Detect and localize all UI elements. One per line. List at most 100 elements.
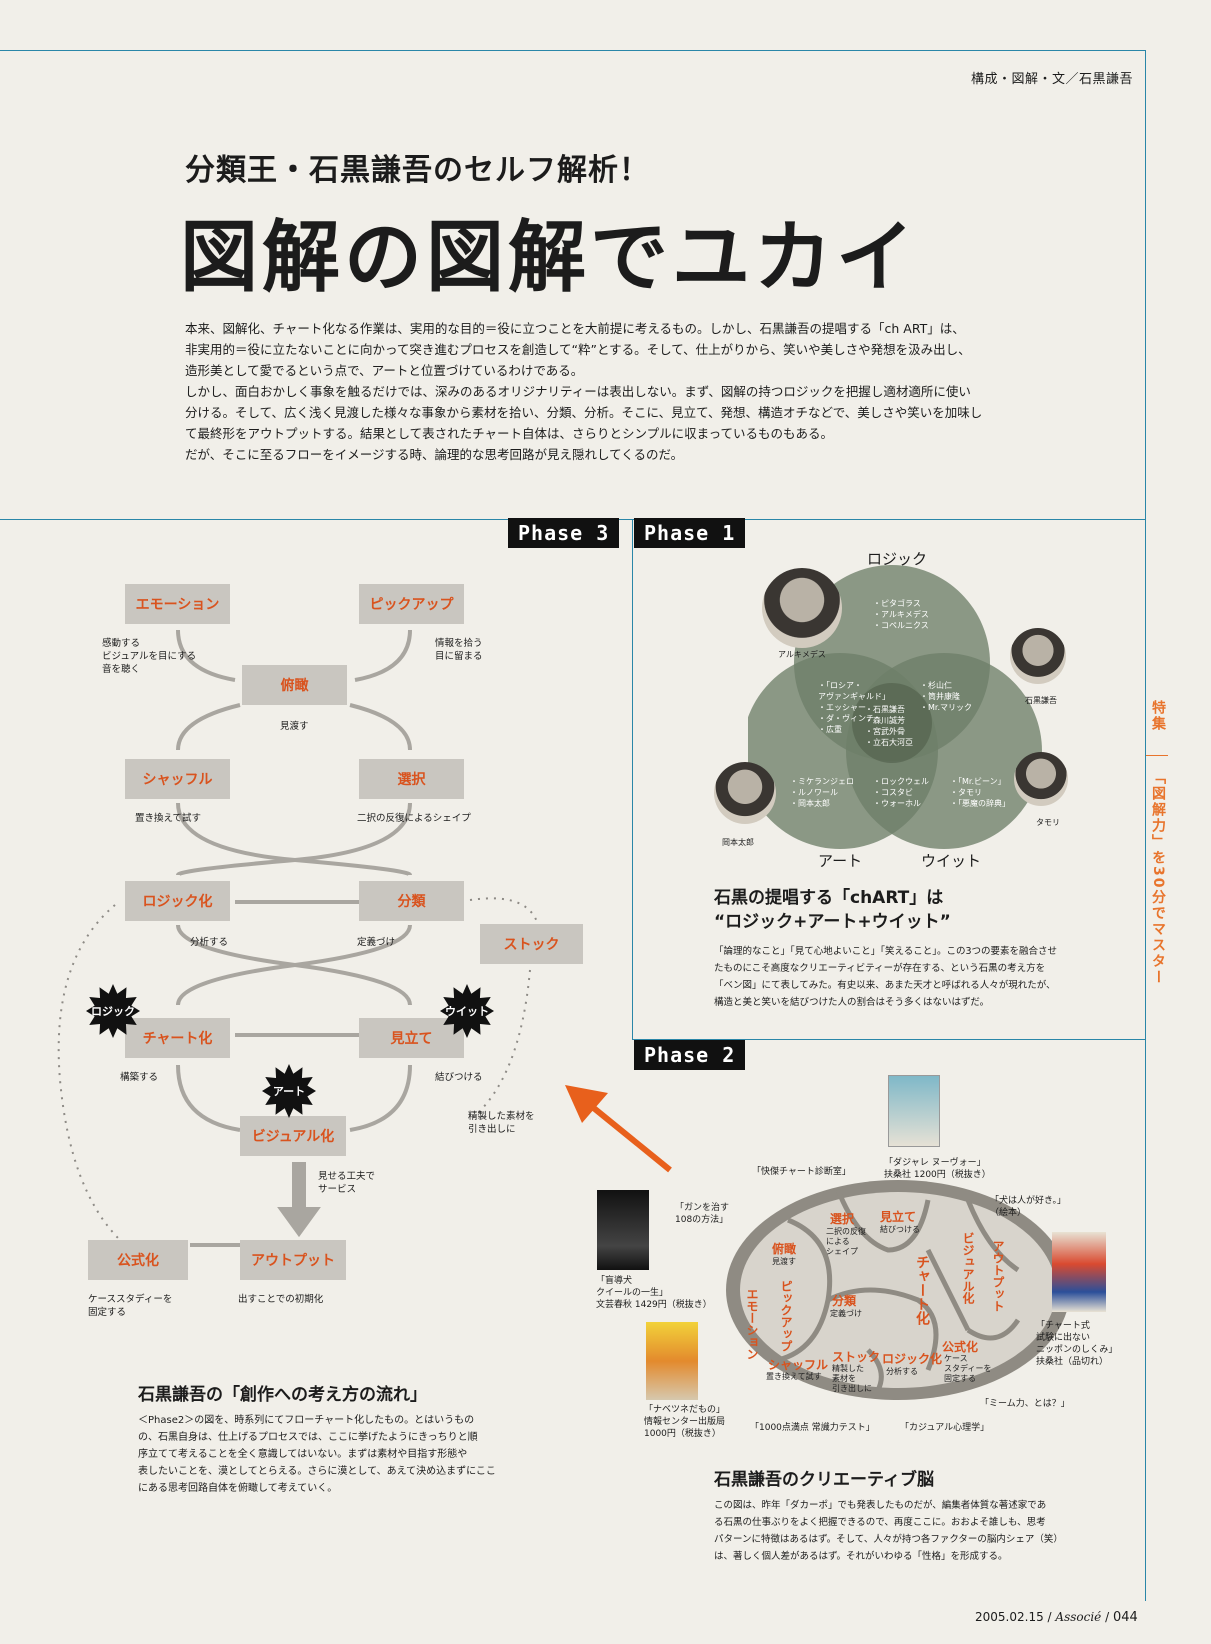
orange-arrow	[565, 1085, 672, 1173]
flow-koushiki: 公式化	[88, 1240, 188, 1280]
flow-koushiki-note: ケーススタディーを固定する	[88, 1294, 173, 1318]
portrait-okamoto-caption: 岡本太郎	[722, 838, 754, 847]
subtitle: 分類王・石黒謙吾のセルフ解析！	[185, 153, 650, 188]
brain-stock: ストック	[832, 1350, 881, 1364]
footer: 2005.02.15 / Associé / 044	[975, 1610, 1138, 1625]
page-title: 図解の図解でユカイ	[180, 213, 919, 303]
phase3-heading: 石黒謙吾の「創作への考え方の流れ」	[138, 1385, 427, 1405]
side-title: 「図解力」を30分でマスター	[1150, 770, 1166, 986]
flow-visual-note: 見せる工夫でサービス	[318, 1171, 376, 1195]
brain-visual: ビジュアル化	[961, 1232, 975, 1304]
portrait-tamori	[1014, 752, 1068, 806]
side-tag: 特集	[1150, 700, 1166, 732]
venn-diagram	[748, 565, 1042, 849]
footer-date: 2005.02.15	[975, 1610, 1044, 1624]
portrait-ishiguro	[1010, 628, 1066, 684]
flow-output: アウトプット	[240, 1240, 346, 1280]
book-dajare: 「ダジャレ ヌーヴォー」扶桑社 1200円（税抜き）	[884, 1158, 991, 1180]
phase3-body: ＜Phase2＞の図を、時系列にてフローチャート化したもの。とはいうものの、石黒…	[138, 1415, 496, 1494]
brain-fukan-sub: 見渡す	[772, 1257, 796, 1266]
venn-logic-list: ・ピタゴラス・アルキメデス・コペルニクス	[873, 599, 929, 630]
brain-mitate-sub: 結びつける	[880, 1225, 920, 1234]
flow-sentaku: 選択	[359, 759, 464, 799]
flow-mitate-note: 結びつける	[435, 1072, 483, 1083]
venn-lw-list: ・杉山仁・筒井康隆・Mr.マリック	[920, 681, 972, 712]
brain-logic: ロジック化	[882, 1352, 943, 1366]
footer-magazine: Associé	[1055, 1610, 1102, 1624]
flow-output-note: 出すことでの初期化	[238, 1294, 324, 1305]
venn-center-list: ・石黒謙吾・森川誠芳・宮武外骨・立石大河亞	[865, 705, 913, 747]
side-rule	[1146, 755, 1168, 756]
portrait-archimedes-caption: アルキメデス	[778, 650, 826, 659]
brain-bunrui-sub: 定義づけ	[830, 1309, 862, 1318]
brain-pickup: ピックアップ	[779, 1280, 793, 1352]
venn-label-art: アート	[818, 852, 863, 870]
phase1-body: 「論理的なこと」「見て心地よいこと」「笑えること」。この3つの要素を融合させたも…	[714, 946, 1058, 1008]
venn-label-logic: ロジック	[867, 550, 928, 568]
book-moudouken: 「盲導犬クイールの一生」文芸春秋 1429円（税抜き）	[596, 1276, 712, 1310]
flow-stock: ストック	[480, 924, 583, 964]
footer-page: 044	[1112, 1610, 1138, 1625]
book-meme: 「ミーム力、とは？」	[980, 1399, 1070, 1409]
book-moudouken-cover	[597, 1190, 649, 1270]
brain-output: アウトプット	[991, 1240, 1005, 1312]
intro-text: 本来、図解化、チャート化なる作業は、実用的な目的＝役に立つことを大前提に考えるも…	[185, 321, 983, 462]
book-nabetsune-cover	[646, 1322, 698, 1400]
flow-fukan: 俯瞰	[242, 665, 347, 705]
phase1-heading: 石黒の提唱する「chART」は“ロジック+アート+ウイット”	[714, 888, 951, 932]
portrait-archimedes	[762, 568, 842, 648]
flow-bunrui-note: 定義づけ	[357, 937, 396, 948]
flow-shuffle: シャッフル	[125, 759, 230, 799]
brain-bunrui: 分類	[832, 1294, 857, 1308]
brain-sentaku-sub: 二択の反復によるシェイプ	[826, 1227, 866, 1256]
brain-shuffle-sub: 置き換えて試す	[766, 1372, 822, 1381]
flow-bunrui: 分類	[359, 881, 464, 921]
flow-shuffle-note: 置き換えて試す	[135, 813, 202, 824]
top-frame	[0, 50, 1146, 1601]
book-casual: 「カジュアル心理学」	[900, 1423, 990, 1433]
flow-sentaku-note: 二択の反復によるシェイプ	[357, 813, 471, 824]
flow-fukan-note: 見渡す	[280, 721, 309, 732]
flow-chart-note: 構築する	[120, 1072, 159, 1083]
phase1-divider-h	[632, 1039, 1145, 1040]
brain-chart: チャート化	[914, 1255, 930, 1325]
book-chart-cover	[1052, 1232, 1106, 1312]
brain-stock-sub: 精製した素材を引き出しに	[832, 1364, 872, 1393]
portrait-okamoto	[714, 762, 776, 824]
phase2-heading: 石黒謙吾のクリエーティブ脳	[714, 1470, 934, 1490]
brain-sentaku: 選択	[830, 1212, 855, 1226]
phase1-label: Phase 1	[634, 518, 746, 548]
credit: 構成・図解・文／石黒謙吾	[970, 72, 1133, 87]
flow-emotion-note: 感動するビジュアルを目にする音を聴く	[102, 638, 197, 675]
brain-shuffle: シャッフル	[768, 1358, 829, 1372]
flow-pickup: ピックアップ	[359, 584, 464, 624]
flow-chart: チャート化	[125, 1018, 230, 1058]
venn-aw-list: ・ロックウェル・コスタビ・ウォーホル	[873, 777, 929, 808]
phase2-label: Phase 2	[634, 1040, 746, 1070]
venn-la-list: ・「ロシア・アヴァンギャルド」・エッシャー・ダ・ヴィンチ・広重	[818, 681, 890, 734]
brain-mitate: 見立て	[880, 1210, 917, 1224]
venn-label-wit: ウイット	[921, 852, 982, 870]
venn-wit-list: ・「Mr.ビーン」・タモリ・「悪魔の辞典」	[950, 777, 1010, 808]
flow-visual: ビジュアル化	[240, 1116, 346, 1156]
flow-connectors	[57, 629, 541, 1247]
book-chart-shiki: 「チャート式試験に出ないニッポンのしくみ」扶桑社（品切れ）	[1036, 1321, 1118, 1367]
venn-art-list: ・ミケランジェロ・ルノワール・岡本太郎	[790, 777, 854, 808]
flow-pickup-note: 情報を拾う目に留まる	[435, 638, 483, 662]
flow-logic-note: 分析する	[190, 937, 229, 948]
phase3-label: Phase 3	[508, 518, 620, 548]
phase1-divider-v	[632, 519, 633, 1039]
brain-koushiki-sub: ケーススタディーを固定する	[944, 1354, 992, 1383]
flow-stock-note: 精製した素材を引き出しに	[468, 1111, 535, 1135]
portrait-tamori-caption: タモリ	[1036, 818, 1060, 827]
flow-logic: ロジック化	[125, 881, 230, 921]
brain-fukan: 俯瞰	[772, 1242, 797, 1256]
flow-emotion: エモーション	[125, 584, 230, 624]
brain-diagram	[726, 1180, 1070, 1400]
brain-emotion: エモーション	[745, 1288, 759, 1360]
phase2-body: この図は、昨年「ダカーポ」でも発表したものだが、編集者体質な著述家である石黒の仕…	[714, 1500, 1063, 1562]
book-test: 「1000点満点 常識力テスト」	[750, 1423, 875, 1433]
book-inu: 「犬は人が好き。」（絵本）	[990, 1196, 1067, 1218]
